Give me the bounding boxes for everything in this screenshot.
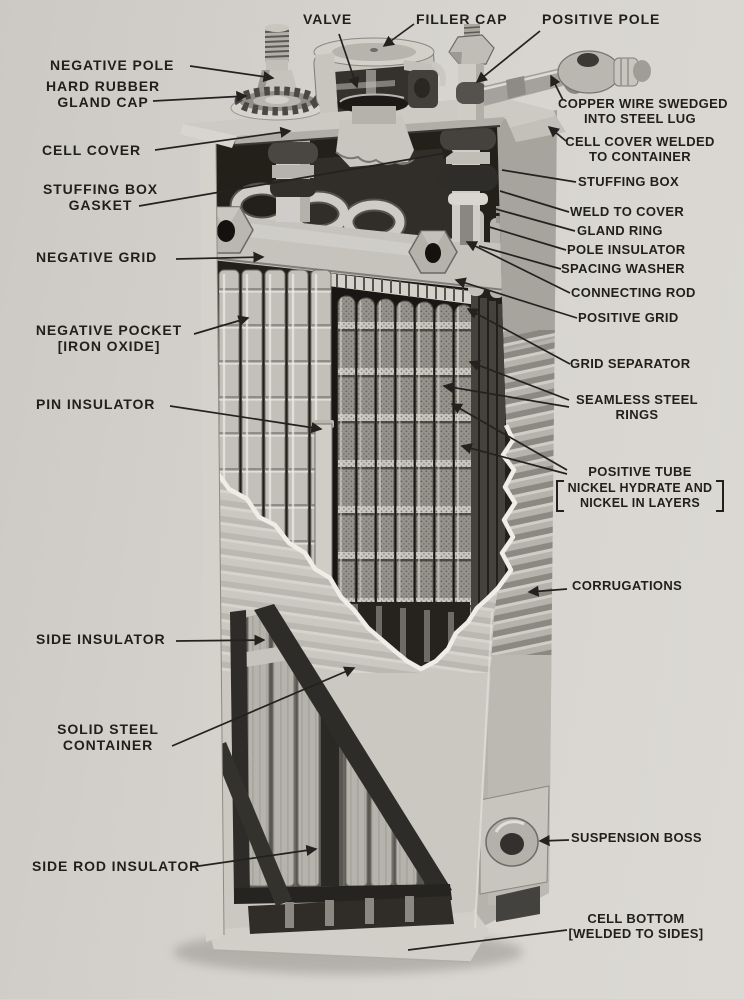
label-positive-tube: POSITIVE TUBE NICKEL HYDRATE AND NICKEL … [556,464,724,512]
leader-stuffing-box-gasket [138,148,454,207]
leader-positive-tube-a [450,403,568,471]
label-positive-grid: POSITIVE GRID [578,310,679,325]
label-grid-separator: GRID SEPARATOR [570,356,691,371]
label-cell-cover: CELL COVER [42,142,141,158]
leader-hard-rubber-gland-cap [152,90,248,103]
label-pin-insulator: PIN INSULATOR [36,396,156,412]
leader-positive-grid [454,277,578,319]
label-positive-pole: POSITIVE POLE [542,11,661,27]
label-negative-grid: NEGATIVE GRID [36,249,158,265]
suspension-boss [479,785,550,922]
side-insulator-frame-outer [212,742,292,906]
leader-pole-insulator [485,225,567,251]
leader-gland-ring [491,207,576,232]
label-stuffing-box: STUFFING BOX [578,174,679,189]
label-suspension-boss: SUSPENSION BOSS [571,830,702,845]
label-valve: VALVE [303,11,353,27]
positive-tubes [337,295,473,659]
leader-side-rod-insulator [191,844,318,868]
leader-copper-wire [550,74,564,101]
leader-suspension-boss [538,835,570,847]
leader-grid-separator [466,308,571,365]
right-edge-plates [471,295,505,617]
label-side-rod-insulator: SIDE ROD INSULATOR [32,858,201,874]
leader-connecting-rod [465,241,571,294]
filler-cap-assembly [313,37,446,167]
leader-positive-tube-b [460,443,568,475]
leader-seamless-rings-b [442,382,570,408]
label-weld-to-cover: WELD TO COVER [570,204,685,219]
leader-spacing-washer [478,245,562,270]
leader-weld-to-cover [499,190,570,213]
steel-lug [557,50,651,94]
leader-lines [138,23,578,951]
leader-negative-grid [175,251,265,263]
leader-side-insulator [175,634,266,646]
leader-corrugations [527,585,568,597]
side-insulator-frame [254,604,452,898]
label-filler-cap: FILLER CAP [416,11,508,27]
leader-valve [338,33,360,89]
label-pole-insulator: POLE INSULATOR [567,242,686,257]
label-side-insulator: SIDE INSULATOR [36,631,166,647]
leader-cell-bottom [407,929,568,951]
leader-stuffing-box [501,169,577,183]
label-negative-pole: NEGATIVE POLE [50,57,175,73]
leader-pin-insulator [169,405,323,434]
leader-negative-pole [189,65,275,83]
cell-bottom-open [248,896,454,934]
negative-pole-stuffing-box [268,130,318,222]
positive-tube-bracket: NICKEL HYDRATE AND NICKEL IN LAYERS [556,480,724,512]
cover-weld-corner [510,116,566,142]
label-gland-ring: GLAND RING [577,223,663,238]
negative-pole-assembly [234,24,320,116]
leader-seamless-rings-a [468,360,570,401]
connecting-rod-nut-right [408,230,458,274]
leader-negative-pocket [193,315,250,335]
label-cell-bottom: CELL BOTTOM[WELDED TO SIDES] [568,911,704,942]
torn-edge [205,424,518,672]
label-connecting-rod: CONNECTING ROD [571,285,696,300]
leader-cell-cover [154,126,292,151]
label-spacing-washer: SPACING WASHER [561,261,685,276]
label-corrugations: CORRUGATIONS [572,578,683,593]
leader-positive-pole [475,30,541,83]
container-left-edge [200,141,225,942]
label-negative-pocket: NEGATIVE POCKET[IRON OXIDE] [35,322,183,354]
positive-pole-assembly [448,24,651,120]
leader-filler-cap [382,23,415,47]
leader-solid-steel-container [171,666,356,747]
leader-cell-cover-welded [547,126,567,142]
